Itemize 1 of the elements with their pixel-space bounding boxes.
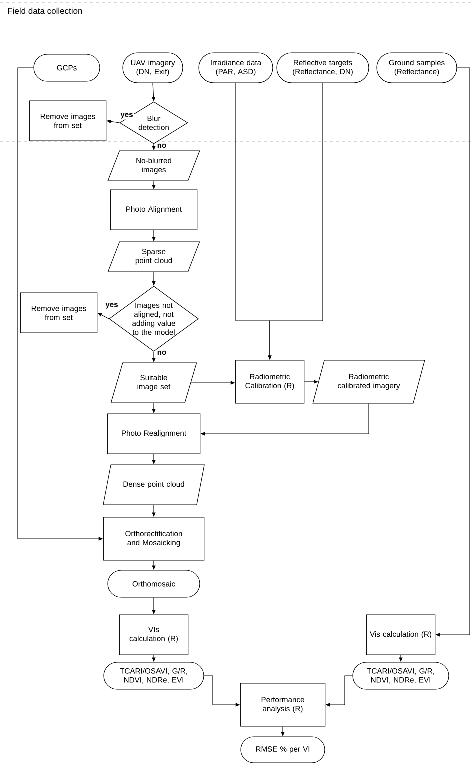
title: Field data collection [8,8,82,14]
